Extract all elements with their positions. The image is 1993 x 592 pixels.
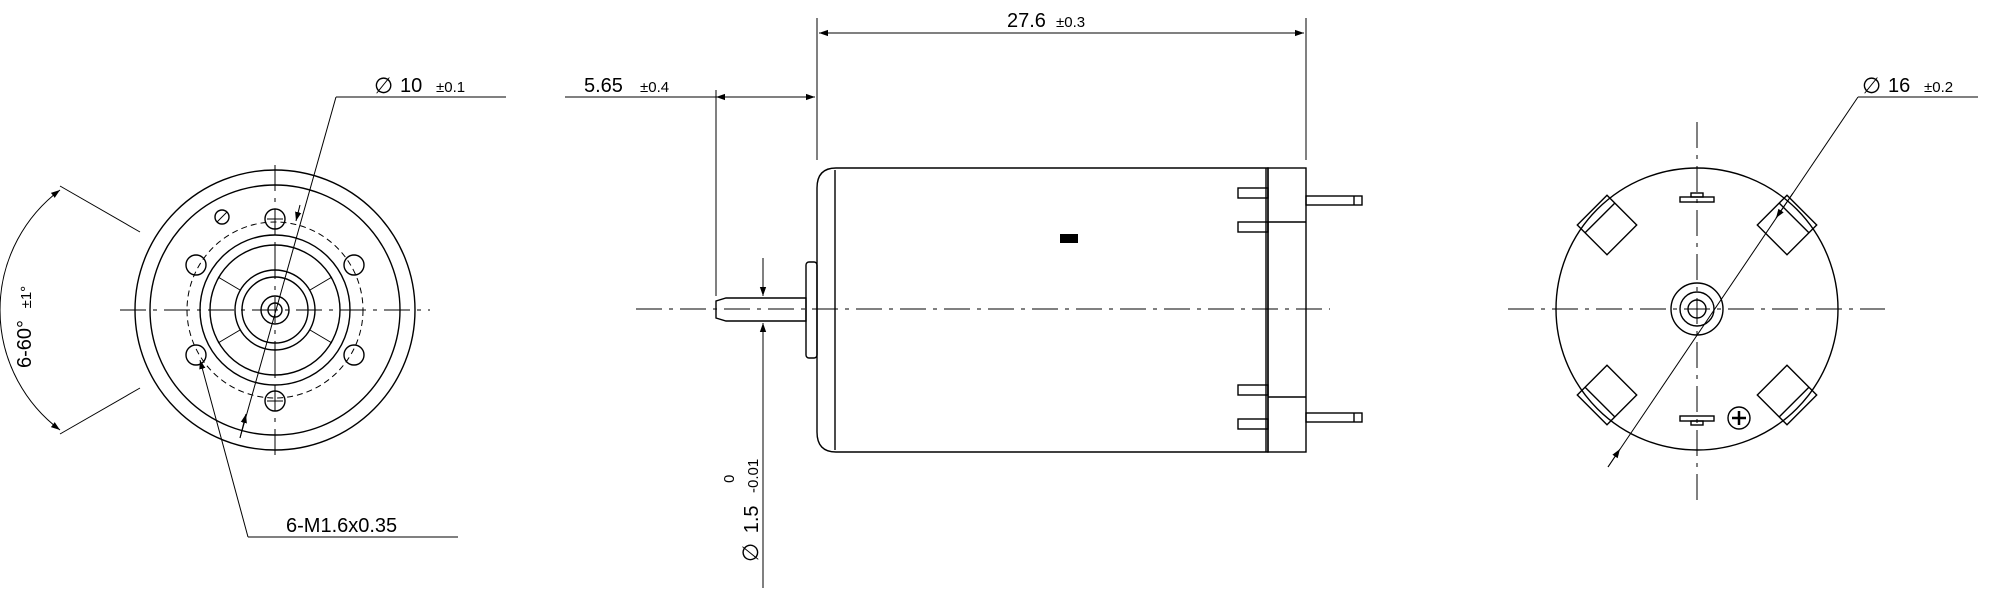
shaft-diameter-tolerance-lower: -0.01 (745, 459, 762, 493)
shaft-diameter-dimension: ∅ 1.5 -0.01 0 (721, 258, 771, 588)
front-hole-diameter-tolerance: ±0.1 (436, 79, 465, 96)
motor-can-marking (1060, 234, 1078, 243)
rear-body-diameter-symbol: ∅ (1862, 73, 1881, 98)
front-shaft-bore-circle (267, 302, 283, 318)
threaded-hole (264, 208, 286, 230)
front-hole-diameter-value: 10 (400, 75, 422, 97)
threaded-hole (185, 254, 207, 276)
shaft-diameter-symbol: ∅ (738, 543, 763, 562)
terminal-pin-top (1305, 195, 1363, 206)
bearing-boss (805, 261, 818, 359)
front-hole-diameter-symbol: ∅ (374, 73, 393, 98)
front-outer-circle (134, 169, 416, 451)
threaded-hole (343, 254, 365, 276)
thread-callout-label: 6-M1.6x0.35 (286, 515, 397, 537)
rear-body-circle (1555, 167, 1839, 451)
front-hole-diameter-dimension: ∅ 10 ±0.1 (239, 73, 506, 439)
angle-value: 6-60° (14, 320, 36, 368)
rear-body-diameter-tolerance: ±0.2 (1924, 79, 1953, 96)
motor-end-cap (1267, 167, 1307, 453)
motor-can-outline (816, 167, 1269, 453)
front-flange-circle (149, 184, 401, 436)
rear-bearing-inner-circle (1679, 291, 1715, 327)
output-shaft (715, 297, 807, 322)
rear-body-diameter-dimension: ∅ 16 ±0.2 (1607, 73, 1978, 468)
shaft-diameter-value: 1.5 (741, 505, 763, 533)
svg-text:6-60° ±1°: 6-60° ±1° (14, 286, 36, 368)
front-threaded-holes (185, 208, 365, 412)
rear-body-diameter-value: 16 (1888, 75, 1910, 97)
side-view: 27.6 ±0.3 5.65 ±0.4 ∅ 1.5 -0.01 0 (565, 10, 1363, 588)
angle-tolerance: ±1° (18, 286, 35, 309)
terminal-tabs (1237, 187, 1363, 430)
front-bearing-inner-circle (241, 276, 309, 344)
front-thread-callout: 6-M1.6x0.35 (199, 359, 458, 538)
shaft-extension-value: 5.65 (584, 75, 623, 97)
threaded-hole (264, 390, 286, 412)
front-shaft-outer-circle (260, 295, 290, 325)
terminal-pin-bottom (1305, 412, 1363, 423)
length-value: 27.6 (1007, 10, 1046, 32)
shaft-extension-dimension: 5.65 ±0.4 (565, 75, 815, 296)
front-angle-dimension: 6-60° ±1° (0, 185, 141, 435)
positive-polarity-icon (1727, 406, 1751, 430)
rear-view: ∅ 16 ±0.2 (1508, 73, 1978, 500)
front-hub-radial-lines (217, 245, 333, 375)
front-hub-outer-circle (199, 234, 351, 386)
shaft-extension-tolerance: ±0.4 (640, 79, 669, 96)
threaded-hole (185, 344, 207, 366)
shaft-diameter-tolerance-upper: 0 (721, 475, 738, 483)
rear-brush-pads (1576, 194, 1818, 426)
rear-terminal-slots (1679, 192, 1715, 426)
threaded-hole (343, 344, 365, 366)
rear-shaft-circle (1687, 299, 1707, 319)
front-view: ∅ 10 ±0.1 6-M1.6x0.35 6-60° ±1° (0, 73, 506, 538)
front-vent-hole (214, 209, 230, 225)
length-tolerance: ±0.3 (1056, 14, 1085, 31)
length-dimension: 27.6 ±0.3 (816, 10, 1307, 160)
svg-text:∅ 1.5: ∅ 1.5 (738, 505, 763, 562)
